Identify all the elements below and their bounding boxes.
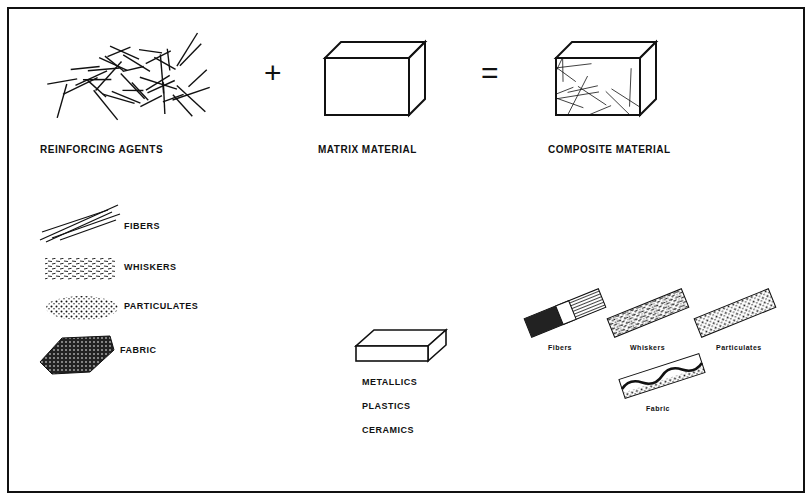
- sample-caption: Particulates: [716, 344, 762, 352]
- matrix-block: [325, 42, 425, 115]
- operator-symbol: +: [264, 56, 282, 89]
- group-caption: COMPOSITE MATERIAL: [548, 144, 671, 155]
- sample-caption: Whiskers: [630, 344, 665, 352]
- operator-symbol: =: [481, 56, 499, 89]
- matrix-type: PLASTICS: [362, 402, 411, 412]
- reinforcing-fibers: [47, 33, 209, 120]
- whiskers-icon: [45, 258, 115, 280]
- fabric-icon: [40, 336, 114, 374]
- frame: [8, 8, 804, 492]
- particulates-icon: [46, 296, 118, 320]
- sample-caption: Fabric: [646, 405, 670, 413]
- particulate-composite-sample: [694, 289, 776, 338]
- group-caption: REINFORCING AGENTS: [40, 144, 163, 155]
- whisker-composite-sample: [607, 289, 689, 338]
- matrix-type: METALLICS: [362, 378, 417, 388]
- fiber-composite-sample: [524, 289, 606, 338]
- composite-block: [540, 42, 656, 124]
- reinforcement-type: WHISKERS: [124, 263, 177, 273]
- sample-caption: Fibers: [548, 344, 572, 352]
- reinforcement-type: FIBERS: [124, 222, 160, 232]
- fabric-composite-sample: [619, 354, 705, 399]
- reinforcement-type: PARTICULATES: [124, 302, 198, 312]
- matrix-type: CERAMICS: [362, 426, 414, 436]
- matrix-bar: [356, 330, 446, 361]
- reinforcement-type: FABRIC: [120, 346, 157, 356]
- group-caption: MATRIX MATERIAL: [318, 144, 417, 155]
- fibers-icon: [40, 205, 120, 242]
